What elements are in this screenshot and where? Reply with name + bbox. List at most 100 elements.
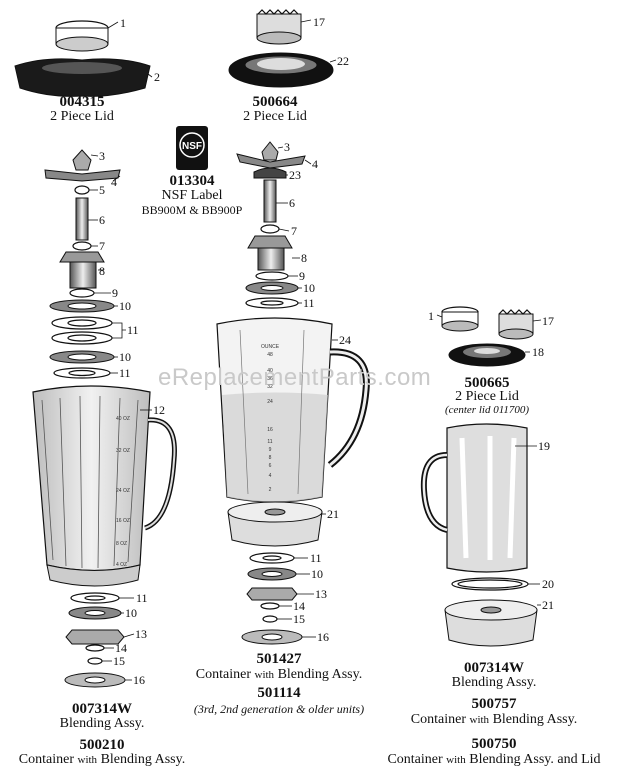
scale-mark: 8 <box>269 455 272 461</box>
callout-9: 9 <box>112 286 118 300</box>
callout-3: 3 <box>99 149 105 163</box>
callout-4: 4 <box>111 175 117 189</box>
callout-23: 23 <box>289 168 301 182</box>
callout-1: 1 <box>120 16 126 30</box>
svg-text:24 OZ: 24 OZ <box>116 488 130 494</box>
callout-10: 10 <box>119 350 131 364</box>
watermark: eReplacementParts.com <box>158 364 432 391</box>
scale-mark: 9 <box>269 447 272 453</box>
part-number-500664: 500664 <box>252 94 298 110</box>
svg-text:16 OZ: 16 OZ <box>116 518 130 524</box>
callout-4: 4 <box>312 157 318 171</box>
left-container-drawing: 40 OZ 32 OZ 24 OZ 16 OZ 8 OZ 4 OZ <box>32 385 177 587</box>
callout-12: 12 <box>153 403 165 417</box>
left-blade-stack <box>44 149 121 379</box>
scale-mark: 40 <box>267 368 273 374</box>
callout-15: 15 <box>113 654 125 668</box>
part-number-500665: 500665 <box>464 375 510 391</box>
callout-5: 5 <box>99 183 105 197</box>
callout-20: 20 <box>542 577 554 591</box>
right-container-drawing <box>420 423 528 573</box>
middle-base-parts <box>227 501 323 645</box>
callout-13: 13 <box>315 587 327 601</box>
desc-007314w-right: Blending Assy. <box>451 675 537 690</box>
scale-mark: 16 <box>267 427 273 433</box>
callout-2: 2 <box>154 70 160 84</box>
part-number-500210: 500210 <box>79 737 125 753</box>
scale-mark: 32 <box>267 384 273 390</box>
svg-text:32 OZ: 32 OZ <box>116 448 130 454</box>
callout-22: 22 <box>337 54 349 68</box>
desc-500664: 2 Piece Lid <box>243 109 307 124</box>
callout-10: 10 <box>119 299 131 313</box>
callout-6: 6 <box>99 213 105 227</box>
scale-mark: 24 <box>267 399 273 405</box>
callout-10: 10 <box>303 281 315 295</box>
desc-500757: Container with Blending Assy. <box>410 712 578 727</box>
middle-blade-stack <box>236 141 306 309</box>
scale-label: OUNCE <box>261 344 280 350</box>
callout-18: 18 <box>532 345 544 359</box>
callout-11: 11 <box>136 591 148 605</box>
svg-text:4 OZ: 4 OZ <box>116 562 127 568</box>
part-number-500750: 500750 <box>471 736 517 752</box>
callout-17: 17 <box>542 314 554 328</box>
note-501114: (3rd, 2nd generation & older units) <box>193 702 365 716</box>
callout-15: 15 <box>293 612 305 626</box>
callout-19: 19 <box>538 439 550 453</box>
nsf-label-drawing: NSF <box>176 126 208 170</box>
lid-500665-drawing <box>441 306 534 367</box>
callout-8: 8 <box>301 251 307 265</box>
callout-13: 13 <box>135 627 147 641</box>
lid-004315-drawing <box>14 20 151 97</box>
part-number-007314w-left: 007314W <box>72 701 132 717</box>
leader-lines <box>88 19 542 681</box>
callout-7: 7 <box>99 239 105 253</box>
callout-21: 21 <box>542 598 554 612</box>
middle-container-drawing <box>216 317 370 503</box>
callout-3: 3 <box>284 140 290 154</box>
left-base-parts <box>64 592 126 688</box>
callout-11: 11 <box>303 296 315 310</box>
desc-004315: 2 Piece Lid <box>50 109 114 124</box>
part-number-013304: 013304 <box>169 173 215 189</box>
callout-16: 16 <box>133 673 145 687</box>
callout-9: 9 <box>299 269 305 283</box>
ounce-scale: OUNCE 48 40 36 32 24 16 11 9 8 6 4 2 <box>261 344 280 493</box>
callout-1: 1 <box>428 309 434 323</box>
desc-500750: Container with Blending Assy. and Lid <box>387 752 601 767</box>
scale-mark: 4 <box>269 473 272 479</box>
scale-mark: 2 <box>269 487 272 493</box>
nsf-badge-text: NSF <box>182 141 202 152</box>
callout-24: 24 <box>339 333 351 347</box>
callout-numbers: 1 2 17 22 3 4 5 6 7 8 9 10 11 10 11 12 1… <box>99 15 554 687</box>
callout-11: 11 <box>127 323 139 337</box>
callout-6: 6 <box>289 196 295 210</box>
desc-013304: NSF Label <box>161 188 223 203</box>
callout-11: 11 <box>119 366 131 380</box>
svg-text:8 OZ: 8 OZ <box>116 541 127 547</box>
part-number-500757: 500757 <box>471 696 517 712</box>
scale-mark: 6 <box>269 463 272 469</box>
scale-mark: 11 <box>267 439 272 445</box>
callout-8: 8 <box>99 264 105 278</box>
models-013304: BB900M & BB900P <box>141 203 243 217</box>
lid-500664-drawing <box>228 9 334 88</box>
callout-11: 11 <box>310 551 322 565</box>
right-base-parts <box>444 577 538 647</box>
part-number-501114: 501114 <box>257 685 301 701</box>
scale-mark: 36 <box>267 376 273 382</box>
callout-21: 21 <box>327 507 339 521</box>
part-number-007314w-right: 007314W <box>464 660 524 676</box>
callout-14: 14 <box>115 641 127 655</box>
note-500665: (center lid 011700) <box>444 404 530 416</box>
scale-mark: 48 <box>267 352 273 358</box>
svg-text:40 OZ: 40 OZ <box>116 416 130 422</box>
callout-7: 7 <box>291 224 297 238</box>
callout-10: 10 <box>311 567 323 581</box>
desc-007314w-left: Blending Assy. <box>59 716 145 731</box>
callout-10: 10 <box>125 606 137 620</box>
callout-16: 16 <box>317 630 329 644</box>
